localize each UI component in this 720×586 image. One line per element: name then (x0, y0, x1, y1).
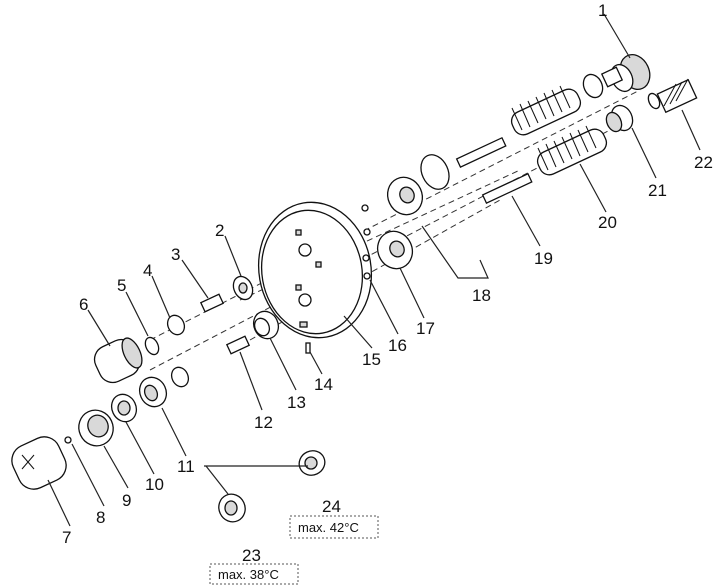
part-rosette-upper (386, 176, 424, 216)
callout-8: 8 (96, 508, 105, 527)
callout-15: 15 (362, 350, 381, 369)
callout-13: 13 (287, 393, 306, 412)
part-20-filter-sleeve (536, 125, 608, 176)
rod-upper (455, 136, 507, 168)
part-15-cover-plate (257, 201, 373, 339)
temp-label-23-box: max. 38°C (209, 563, 299, 585)
callout-20: 20 (598, 213, 617, 232)
part-19-rod (481, 172, 533, 204)
callout-2: 2 (215, 221, 224, 240)
part-22-cartridge (647, 78, 698, 114)
leader-lines (47, 13, 701, 527)
part-14-pin (305, 342, 311, 354)
part-5-adapter (144, 336, 160, 356)
part-6-cap (93, 337, 143, 384)
part-2-valve (232, 275, 254, 301)
callout-3: 3 (171, 245, 180, 264)
part-23-limiter (218, 493, 246, 523)
part-12-spindle (225, 335, 251, 355)
part-7-handle (11, 436, 67, 490)
callout-11: 11 (177, 457, 195, 476)
callout-1: 1 (598, 1, 607, 20)
callout-9: 9 (122, 491, 131, 510)
part-4-nut (166, 314, 186, 336)
part-11-ring (138, 376, 168, 408)
part-21-nut (605, 104, 634, 133)
part-24-limiter (298, 450, 326, 476)
part-13-valve (252, 310, 280, 340)
callout-4: 4 (143, 261, 152, 280)
callout-19: 19 (534, 249, 553, 268)
part-nut-lower (170, 366, 190, 388)
callout-22: 22 (694, 153, 713, 172)
part-18-oring (420, 154, 450, 190)
filter-sleeve-upper (510, 85, 582, 136)
callout-12: 12 (254, 413, 273, 432)
part-9-sleeve (78, 409, 114, 447)
temp-label-23: max. 38°C (218, 567, 279, 582)
callout-14: 14 (314, 375, 333, 394)
callout-23: 23 (242, 546, 261, 565)
temp-label-24: max. 42°C (298, 520, 359, 535)
part-10-ring (110, 393, 138, 423)
callout-6: 6 (79, 295, 88, 314)
part-16-screws (361, 204, 371, 280)
part-1-cartridge (600, 53, 651, 93)
callout-17: 17 (416, 319, 435, 338)
callout-21: 21 (648, 181, 667, 200)
callout-10: 10 (145, 475, 164, 494)
callout-5: 5 (117, 276, 126, 295)
callout-16: 16 (388, 336, 407, 355)
part-8-screw (64, 436, 72, 444)
part-nut-upper (582, 73, 604, 99)
temp-label-24-box: max. 42°C (289, 515, 379, 539)
callout-numbers: 1 2 3 4 5 6 7 8 9 10 11 12 13 14 15 16 1… (62, 1, 713, 565)
callout-7: 7 (62, 528, 71, 547)
part-17-rosette (376, 230, 414, 270)
callout-24: 24 (322, 497, 341, 516)
callout-18: 18 (472, 286, 491, 305)
part-3-spindle (199, 293, 225, 313)
